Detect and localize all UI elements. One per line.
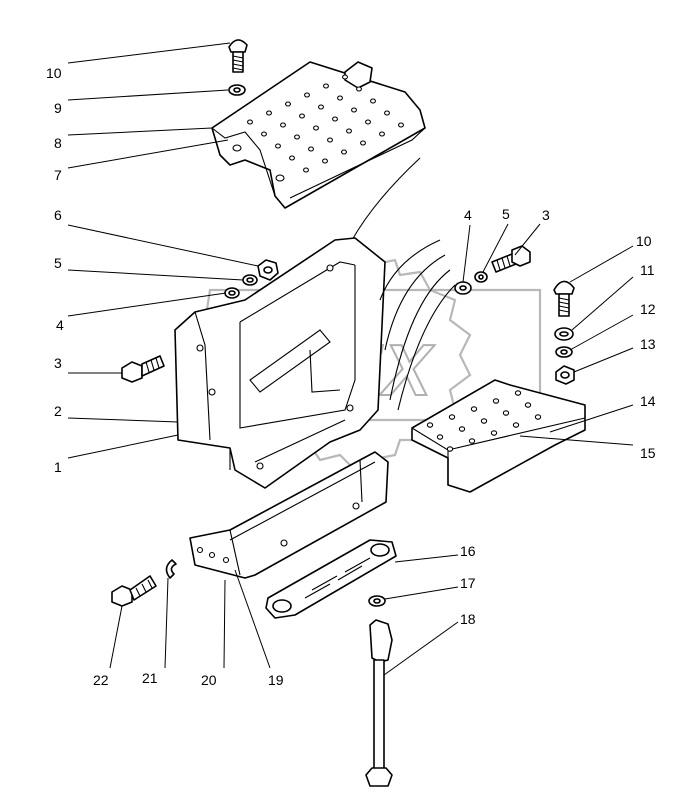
- washer-4-left: [224, 287, 240, 299]
- callout-13: 13: [640, 336, 656, 352]
- callout-11: 11: [640, 262, 655, 278]
- plate-hole: [303, 167, 309, 173]
- step-hole: [490, 430, 498, 436]
- callout-21: 21: [142, 670, 158, 686]
- step-hole: [436, 434, 444, 440]
- plate-hole: [346, 128, 352, 134]
- callout-3-left: 3: [54, 355, 62, 371]
- callout-2: 2: [54, 403, 62, 419]
- step-hole: [448, 414, 456, 420]
- plate-hole: [280, 122, 286, 128]
- step-hole: [458, 426, 466, 432]
- callout-4-left: 4: [56, 317, 64, 333]
- plate-hole: [337, 95, 343, 101]
- callout-6: 6: [54, 207, 62, 223]
- plate-hole: [360, 140, 366, 146]
- plate-hole: [384, 110, 390, 116]
- lock-washer-12: [555, 346, 573, 358]
- carriage-bolt-10-top: [228, 39, 248, 73]
- step-hole: [514, 390, 522, 396]
- callout-labels: 10 9 8 7 6 5 4 3 2 1 4 5 3 10 11 12 13 1…: [46, 65, 656, 688]
- leader-lines: [67, 42, 634, 676]
- right-step-plate: [411, 379, 586, 493]
- plate-hole: [351, 107, 357, 113]
- plate-hole: [332, 116, 338, 122]
- lock-washer-5-left: [242, 274, 258, 286]
- plate-hole: [341, 149, 347, 155]
- upper-step-plate: [211, 61, 426, 209]
- carriage-bolt-10-right: [553, 280, 575, 317]
- callout-14: 14: [640, 393, 656, 409]
- callout-5-right: 5: [502, 206, 510, 222]
- washer-4-right: [454, 281, 472, 295]
- step-hole: [480, 418, 488, 424]
- main-support-bracket: [174, 237, 386, 489]
- plate-hole: [318, 104, 324, 110]
- plate-hole: [266, 110, 272, 116]
- plate-hole: [313, 125, 319, 131]
- clamp-bar-16: [265, 539, 397, 619]
- plate-hole: [299, 113, 305, 119]
- plate-hole: [247, 119, 253, 125]
- lower-bracket: [189, 451, 389, 579]
- step-hole: [426, 422, 434, 428]
- plate-hole: [323, 83, 329, 89]
- callout-9: 9: [54, 100, 62, 116]
- plate-hole: [370, 98, 376, 104]
- step-hole: [492, 398, 500, 404]
- callout-10-right: 10: [636, 233, 652, 249]
- plate-hole: [379, 131, 385, 137]
- washer-17: [368, 595, 386, 607]
- plate-hole: [322, 158, 328, 164]
- step-hole: [502, 410, 510, 416]
- washer-9: [228, 84, 246, 96]
- plate-hole: [356, 86, 362, 92]
- plate-hole: [289, 155, 295, 161]
- callout-10-top: 10: [46, 65, 62, 81]
- nut-6: [257, 259, 279, 281]
- step-hole: [524, 402, 532, 408]
- callout-19: 19: [268, 672, 284, 688]
- hex-bolt-22: [111, 575, 157, 607]
- callout-12: 12: [640, 301, 656, 317]
- callout-3-right: 3: [542, 207, 550, 223]
- step-hole: [470, 406, 478, 412]
- plate-hole: [275, 143, 281, 149]
- callout-18: 18: [460, 611, 476, 627]
- nut-13: [555, 365, 575, 385]
- plate-hole: [308, 146, 314, 152]
- hex-bolt-3-right: [491, 245, 531, 273]
- callout-5-left: 5: [54, 255, 62, 271]
- callout-7: 7: [54, 167, 62, 183]
- callout-16: 16: [460, 543, 476, 559]
- callout-15: 15: [640, 445, 656, 461]
- plate-hole: [327, 137, 333, 143]
- rod-18: [365, 619, 393, 787]
- step-hole: [446, 446, 454, 452]
- callout-22: 22: [93, 672, 109, 688]
- plate-hole: [398, 122, 404, 128]
- plate-hole: [365, 119, 371, 125]
- callout-1: 1: [54, 459, 62, 475]
- hex-bolt-3-left: [121, 355, 165, 383]
- plate-hole: [285, 101, 291, 107]
- clip-21: [165, 559, 177, 579]
- step-hole: [534, 414, 542, 420]
- plate-hole: [304, 92, 310, 98]
- step-hole: [512, 422, 520, 428]
- washer-11: [554, 327, 574, 341]
- callout-4-right: 4: [464, 207, 472, 223]
- plate-hole: [294, 134, 300, 140]
- callout-8: 8: [54, 135, 62, 151]
- callout-17: 17: [460, 575, 476, 591]
- step-hole: [468, 438, 476, 444]
- callout-20: 20: [201, 672, 217, 688]
- lock-washer-5-right: [474, 271, 488, 283]
- plate-hole: [342, 74, 348, 80]
- plate-hole: [261, 131, 267, 137]
